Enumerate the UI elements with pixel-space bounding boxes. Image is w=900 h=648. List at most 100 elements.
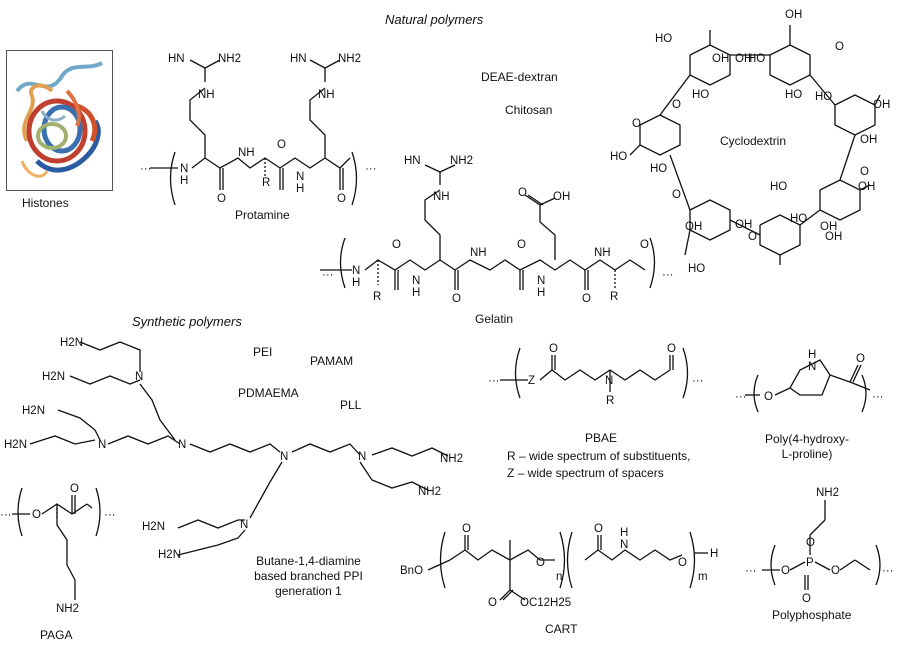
atom-nh: NH xyxy=(238,147,255,159)
atom-o: O xyxy=(640,239,649,251)
atom-r: R xyxy=(373,291,381,303)
atom-oh: OH xyxy=(553,191,570,203)
polyp-right-ellipsis: ··· xyxy=(882,565,894,577)
atom-nh: NH xyxy=(594,247,611,259)
paga-right-ellipsis: ··· xyxy=(104,509,116,521)
pbae-left-ellipsis: ··· xyxy=(488,375,500,387)
hyp-right-ellipsis: ··· xyxy=(872,391,884,403)
atom-ho: HO xyxy=(650,163,667,175)
pbae-right-ellipsis: ··· xyxy=(692,375,704,387)
atom-h2n: H2N xyxy=(158,549,181,561)
atom-ho: HO xyxy=(655,33,672,45)
ppi-label: Butane-1,4-diamine based branched PPI ge… xyxy=(246,554,371,599)
atom-oh: OH xyxy=(820,221,837,233)
atom-n: N xyxy=(240,519,248,531)
atom-r: R xyxy=(262,177,270,189)
ppi-label-line2: based branched PPI xyxy=(254,569,363,583)
atom-o: O xyxy=(856,353,865,365)
atom-n: N xyxy=(296,171,304,183)
atom-o: O xyxy=(217,193,226,205)
paga-left-ellipsis: ··· xyxy=(0,509,12,521)
atom-o: O xyxy=(831,565,840,577)
atom-oh: OH xyxy=(860,134,877,146)
atom-ho: HO xyxy=(785,89,802,101)
atom-h2n: H2N xyxy=(142,521,165,533)
atom-o: O xyxy=(764,391,773,403)
atom-z: Z xyxy=(528,375,535,387)
atom-bno: BnO xyxy=(400,565,423,577)
atom-o: O xyxy=(802,593,811,605)
atom-n: N xyxy=(178,439,186,451)
atom-h2n: H2N xyxy=(42,371,65,383)
subscript-n: n xyxy=(556,571,562,583)
atom-r: R xyxy=(606,395,614,407)
atom-o: O xyxy=(672,99,681,111)
pll-label: PLL xyxy=(340,398,362,412)
atom-o: O xyxy=(781,565,790,577)
atom-n: N xyxy=(412,275,420,287)
atom-o: O xyxy=(860,166,869,178)
atom-o: O xyxy=(748,231,757,243)
hyp-left-ellipsis: ··· xyxy=(735,391,747,403)
atom-oh: OH xyxy=(825,231,842,243)
pdmaema-label: PDMAEMA xyxy=(238,386,299,400)
pei-label: PEI xyxy=(253,345,273,359)
atom-o: O xyxy=(632,118,641,130)
atom-n: N xyxy=(180,163,188,175)
atom-oh: OH xyxy=(735,53,752,65)
atom-o: O xyxy=(392,239,401,251)
atom-h2n: H2N xyxy=(4,439,27,451)
histones-image xyxy=(6,50,113,191)
atom-h2n: H2N xyxy=(60,337,83,349)
atom-o: O xyxy=(678,557,687,569)
atom-ho: HO xyxy=(815,91,832,103)
atom-hn: HN xyxy=(290,53,307,65)
atom-oh: OH xyxy=(685,221,702,233)
pbae-label: PBAE xyxy=(585,431,618,445)
atom-ho: HO xyxy=(610,151,627,163)
hydroxyproline-label-line2: L-proline) xyxy=(781,447,833,461)
atom-oh: OH xyxy=(785,9,802,21)
atom-ho: HO xyxy=(688,263,705,275)
atom-hn: HN xyxy=(168,53,185,65)
atom-oh: OH xyxy=(873,99,890,111)
atom-nh2: NH2 xyxy=(816,487,839,499)
hydroxyproline-label: Poly(4-hydroxy- L-proline) xyxy=(752,432,862,462)
atom-o: O xyxy=(672,189,681,201)
chitosan-label: Chitosan xyxy=(505,103,553,117)
pbae-note-r: R – wide spectrum of substituents, xyxy=(507,449,691,463)
atom-nh: NH xyxy=(198,89,215,101)
cyclodextrin-label: Cyclodextrin xyxy=(720,134,787,148)
atom-oh: OH xyxy=(858,181,875,193)
atom-ho: HO xyxy=(748,53,765,65)
atom-nh2: NH2 xyxy=(218,53,241,65)
pamam-label: PAMAM xyxy=(310,354,354,368)
ppi-label-line3: generation 1 xyxy=(275,584,342,598)
protamine-label: Protamine xyxy=(235,208,290,222)
gelatin-right-ellipsis: ··· xyxy=(662,269,674,281)
atom-nh2: NH2 xyxy=(418,486,441,498)
atom-o: O xyxy=(488,597,497,609)
atom-oh: OH xyxy=(735,219,752,231)
atom-nh: NH xyxy=(318,89,335,101)
atom-nh2: NH2 xyxy=(56,603,79,615)
atom-hn: HN xyxy=(404,155,421,167)
atom-o: O xyxy=(337,193,346,205)
atom-ho: HO xyxy=(790,213,807,225)
atom-nh: NH xyxy=(470,247,487,259)
protamine-right-ellipsis: ··· xyxy=(365,163,377,175)
deae-dextran-label: DEAE-dextran xyxy=(481,70,558,84)
polyphosphate-label: Polyphosphate xyxy=(772,608,852,622)
atom-o: O xyxy=(806,537,815,549)
atom-o: O xyxy=(667,343,676,355)
atom-h: H xyxy=(710,548,718,560)
atom-o: O xyxy=(518,187,527,199)
atom-h: H xyxy=(296,183,304,195)
atom-n: N xyxy=(808,361,816,373)
atom-o: O xyxy=(582,293,591,305)
atom-ho: HO xyxy=(770,181,787,193)
atom-h: H xyxy=(180,175,188,187)
atom-o: O xyxy=(536,557,545,569)
atom-n: N xyxy=(352,265,360,277)
